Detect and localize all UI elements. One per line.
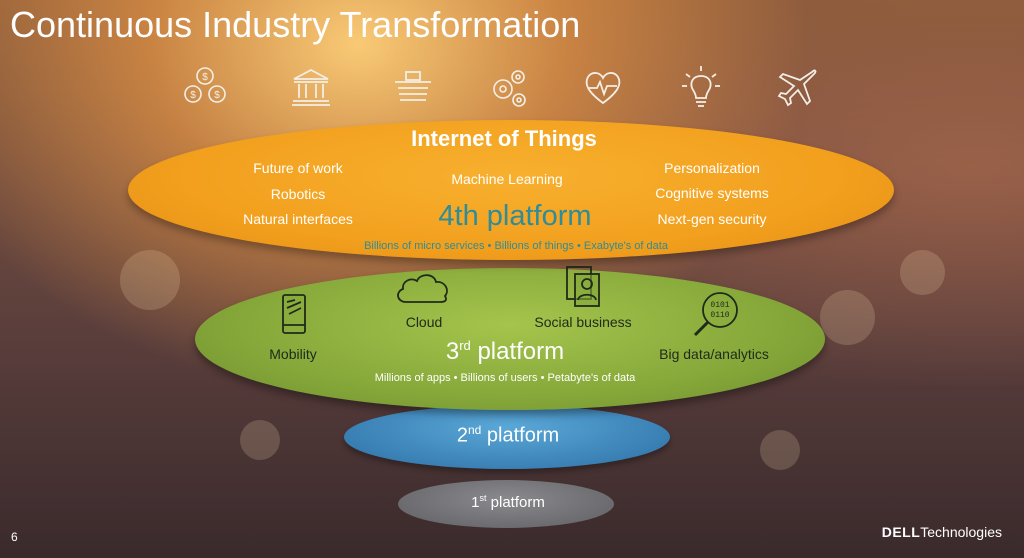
page-title: Continuous Industry Transformation [10, 4, 581, 45]
svg-text:0110: 0110 [710, 311, 729, 320]
bokeh-light [240, 420, 280, 460]
svg-text:$: $ [202, 72, 208, 83]
cloud-label: Cloud [405, 314, 443, 330]
bokeh-light [900, 250, 945, 295]
social-business-label: Social business [534, 314, 632, 330]
social-profile-icon [562, 264, 604, 310]
platform-4-left-item: Robotics [270, 186, 326, 202]
mobility-label: Mobility [269, 346, 317, 362]
platform-1-disc [398, 480, 614, 528]
bokeh-light [760, 430, 800, 470]
platform-3-footer: Millions of apps • Billions of users • P… [374, 372, 636, 384]
platform-4-header: Internet of Things [411, 126, 597, 151]
cloud-icon [392, 268, 454, 308]
bank-icon [288, 64, 334, 110]
platform-1-label: 1st platform [471, 493, 545, 511]
platform-4-right-item: Cognitive systems [655, 185, 769, 201]
big-data-label: Big data/analytics [659, 346, 769, 362]
platform-4-right-item: Personalization [664, 160, 760, 176]
gears-icon [486, 64, 532, 110]
platform-4-right-item: Next-gen security [657, 211, 767, 227]
platform-3-label: 3rd platform [445, 338, 565, 365]
platform-2-label: 2nd platform [456, 423, 560, 447]
platform-4-disc [128, 120, 894, 260]
dell-technologies-logo: DELLTechnologies [881, 524, 1002, 540]
platform-4-label: 4th platform [438, 200, 592, 232]
heart-pulse-icon [580, 64, 626, 110]
bokeh-light [820, 290, 875, 345]
data-magnifier-icon: 0101 0110 [688, 288, 742, 342]
svg-text:0101: 0101 [710, 301, 729, 310]
platform-3-disc [195, 268, 825, 410]
money-icon: $ $ $ [182, 64, 228, 110]
mobile-phone-icon [275, 292, 313, 338]
platform-4-footer: Billions of micro services • Billions of… [364, 240, 668, 252]
svg-text:$: $ [190, 90, 196, 101]
lightbulb-icon [678, 64, 724, 110]
platform-4-left-item: Future of work [253, 160, 343, 176]
page-number: 6 [11, 530, 18, 544]
platform-4-left-item: Natural interfaces [243, 211, 353, 227]
airplane-icon [774, 64, 820, 110]
basket-icon [390, 64, 436, 110]
platform-4-center-item: Machine Learning [451, 171, 563, 187]
bokeh-light [120, 250, 180, 310]
platform-2-disc [344, 405, 670, 469]
svg-text:$: $ [214, 90, 220, 101]
